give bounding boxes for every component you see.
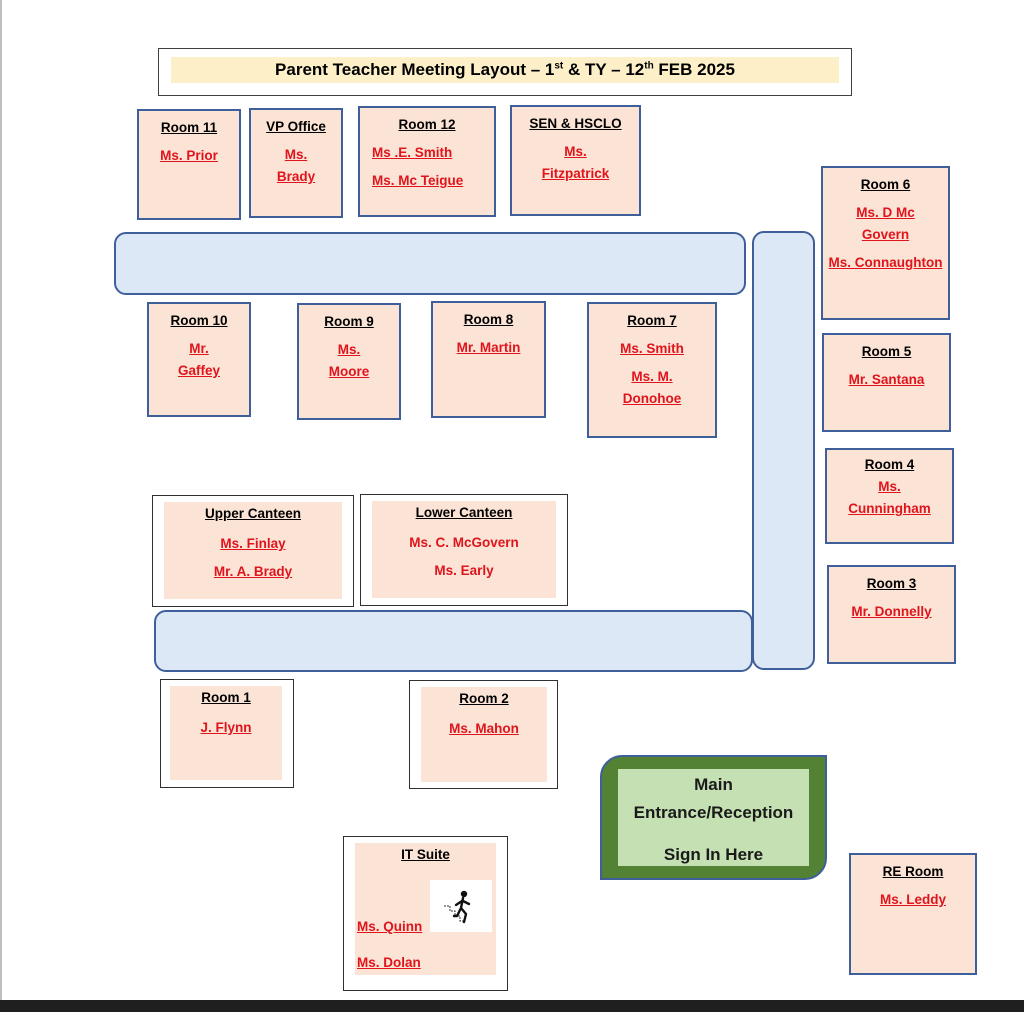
teacher-name: Ms. Brady (276, 147, 316, 184)
corridor-lower (154, 610, 753, 672)
entrance-line-2: Entrance/Reception (633, 803, 794, 822)
sen-hsclo: SEN & HSCLO Ms. Fitzpatrick (510, 105, 641, 216)
teacher-name: Ms. Quinn (357, 919, 423, 934)
person-on-stairs-icon (430, 880, 492, 932)
teacher-name: Mr. Gaffey (177, 341, 221, 378)
room-name: Room 12 (398, 117, 456, 132)
teacher-name: Mr. Santana (848, 372, 925, 387)
room-7: Room 7 Ms. Smith Ms. M. Donohoe (587, 302, 717, 438)
room-name: Room 7 (627, 313, 677, 328)
title-text-2: & TY – 12 (563, 60, 645, 79)
room-name: Room 4 (864, 457, 915, 472)
room-3: Room 3 Mr. Donnelly (827, 565, 956, 664)
re-room: RE Room Ms. Leddy (849, 853, 977, 975)
bottom-toolbar (0, 1000, 1024, 1012)
room-11: Room 11 Ms. Prior (137, 109, 241, 220)
page-title: Parent Teacher Meeting Layout – 1st & TY… (171, 57, 839, 83)
lower-canteen: Lower Canteen Ms. C. McGovern Ms. Early (360, 494, 568, 606)
room-name: IT Suite (401, 847, 450, 862)
teacher-name: J. Flynn (200, 720, 252, 735)
title-text-1: Parent Teacher Meeting Layout – 1 (275, 60, 555, 79)
teacher-name: Ms. Fitzpatrick (541, 144, 610, 181)
title-sup-2: th (644, 60, 654, 72)
entrance-line-1: Main (694, 775, 733, 794)
teacher-name: Ms. Prior (160, 148, 218, 163)
teacher-name: Ms. Early (434, 563, 494, 578)
vp-office: VP Office Ms. Brady (249, 108, 343, 218)
room-name: Lower Canteen (415, 505, 513, 520)
sign-in-text: Sign In Here (663, 845, 764, 864)
teacher-name: Ms. Dolan (357, 955, 421, 970)
teacher-name: Ms. Leddy (879, 892, 946, 907)
teacher-name: Ms. Mc Teigue (372, 173, 464, 188)
room-name: Room 5 (861, 344, 912, 359)
upper-canteen: Upper Canteen Ms. Finlay Mr. A. Brady (152, 495, 354, 607)
room-name: SEN & HSCLO (529, 116, 622, 131)
room-name: Room 2 (459, 691, 509, 706)
room-name: Upper Canteen (204, 506, 302, 521)
room-12: Room 12 Ms .E. Smith Ms. Mc Teigue (358, 106, 496, 217)
teacher-name: Ms. Cunningham (848, 479, 931, 516)
main-entrance: Main Entrance/Reception Sign In Here (600, 755, 827, 880)
room-4: Room 4 Ms. Cunningham (825, 448, 954, 544)
room-9: Room 9 Ms. Moore (297, 303, 401, 420)
corridor-upper (114, 232, 746, 295)
room-name: Room 1 (201, 690, 251, 705)
teacher-name: Ms. C. McGovern (409, 535, 519, 550)
teacher-name: Mr. Donnelly (851, 604, 932, 619)
teacher-name: Ms. Connaughton (828, 255, 943, 270)
title-text-3: FEB 2025 (653, 60, 735, 79)
room-8: Room 8 Mr. Martin (431, 301, 546, 418)
teacher-name: Ms. D Mc Govern (856, 205, 915, 242)
room-name: Room 3 (866, 576, 917, 591)
room-name: Room 6 (860, 177, 911, 192)
room-name: VP Office (266, 119, 326, 134)
teacher-name: Ms. M. Donohoe (622, 369, 682, 406)
teacher-name: Mr. A. Brady (213, 564, 293, 579)
title-sup-1: st (554, 60, 564, 72)
title-box: Parent Teacher Meeting Layout – 1st & TY… (158, 48, 852, 96)
teacher-name: Ms. Finlay (220, 536, 286, 551)
teacher-name: Ms. Smith (620, 341, 684, 356)
room-2: Room 2 Ms. Mahon (409, 680, 558, 789)
corridor-vertical (752, 231, 815, 670)
room-6: Room 6 Ms. D Mc Govern Ms. Connaughton (821, 166, 950, 320)
room-name: Room 8 (463, 312, 514, 327)
teacher-name: Ms. Mahon (449, 721, 519, 736)
teacher-name: Ms .E. Smith (372, 145, 453, 160)
room-name: RE Room (882, 864, 944, 879)
teacher-name: Mr. Martin (456, 340, 521, 355)
room-10: Room 10 Mr. Gaffey (147, 302, 251, 417)
page-left-edge (0, 0, 2, 1000)
room-1: Room 1 J. Flynn (160, 679, 294, 788)
room-name: Room 11 (160, 120, 218, 135)
room-name: Room 10 (170, 313, 228, 328)
room-5: Room 5 Mr. Santana (822, 333, 951, 432)
room-name: Room 9 (324, 314, 374, 329)
teacher-name: Ms. Moore (328, 342, 370, 379)
